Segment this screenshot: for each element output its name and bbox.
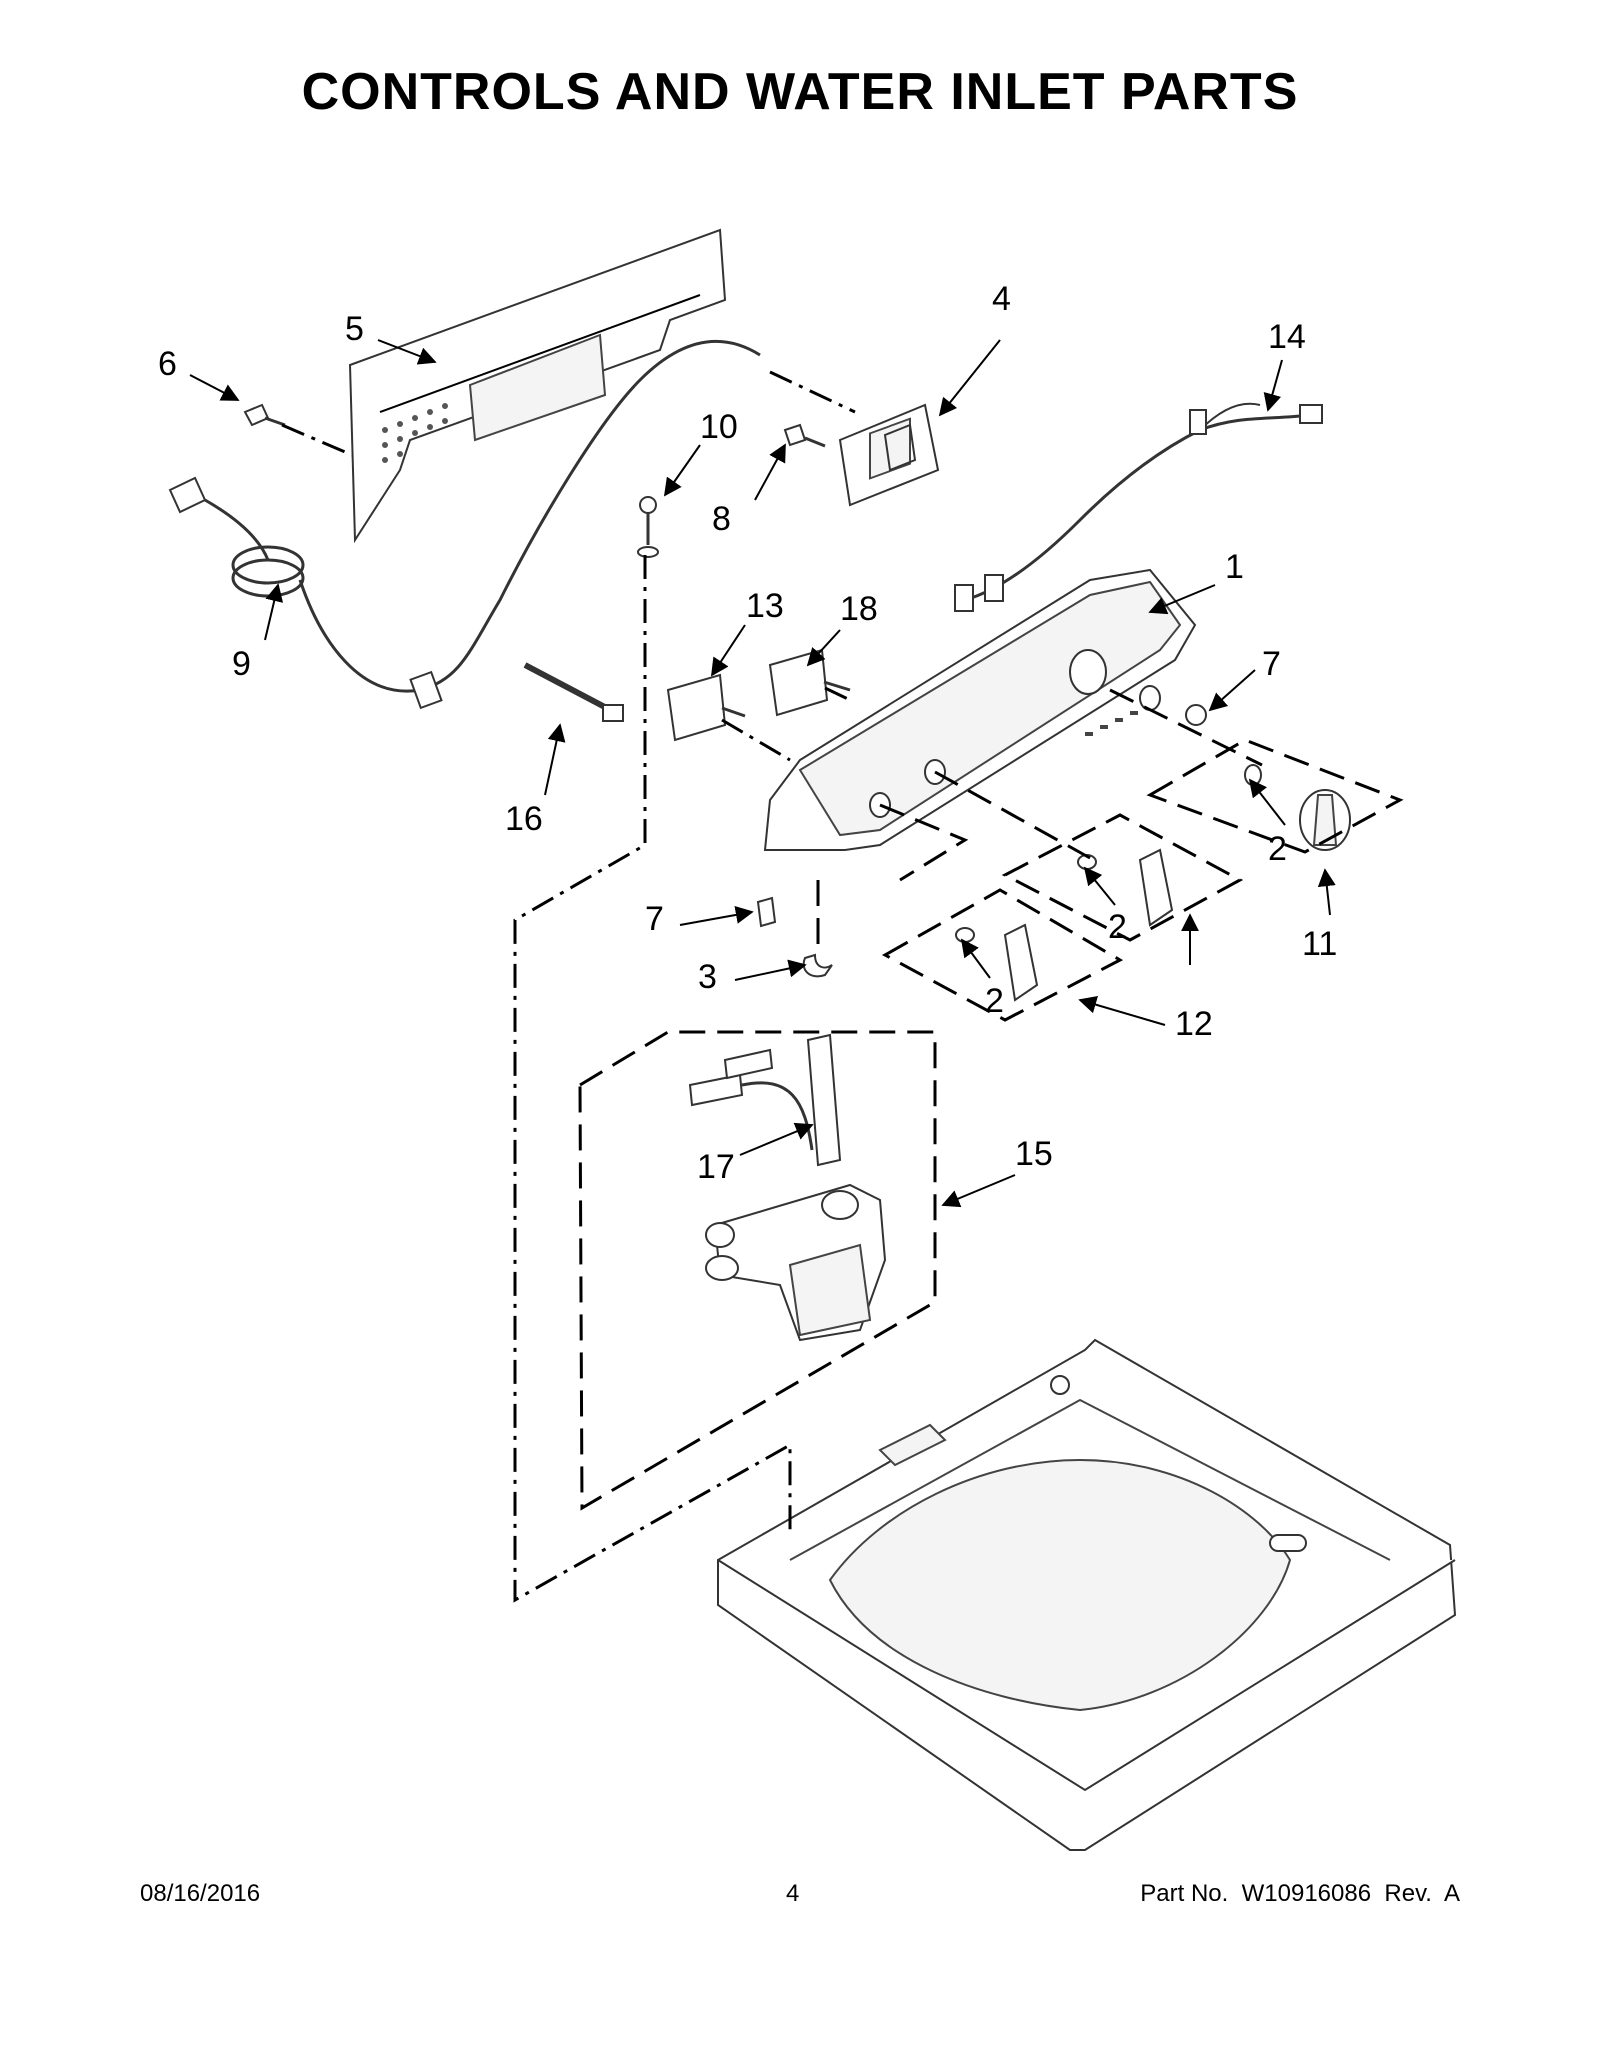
callout-7-upper: 7 bbox=[1262, 645, 1281, 683]
callout-10: 10 bbox=[700, 408, 738, 446]
assembly-line-switch bbox=[721, 718, 791, 762]
assembly-line-switch-18 bbox=[824, 686, 851, 702]
page-title: CONTROLS AND WATER INLET PARTS bbox=[301, 63, 1299, 121]
callout-13: 13 bbox=[746, 587, 784, 625]
cable-tie bbox=[523, 662, 624, 722]
callout-11: 11 bbox=[1302, 925, 1337, 963]
callout-16: 16 bbox=[505, 800, 543, 838]
footer-page-number: 4 bbox=[786, 1880, 800, 1907]
callout-2-knob12u: 2 bbox=[1108, 908, 1127, 946]
screw-8 bbox=[783, 423, 826, 448]
callout-2-knob12l: 2 bbox=[985, 982, 1004, 1020]
footer-part-number: Part No. W10916086 Rev. A bbox=[1140, 1880, 1460, 1907]
switch-18 bbox=[768, 648, 851, 717]
wire-harness bbox=[954, 402, 1323, 612]
kit-boundary-12-lower bbox=[881, 888, 1124, 1022]
callout-3: 3 bbox=[698, 958, 717, 996]
clip-3 bbox=[802, 953, 833, 978]
assembly-line-knob-12u bbox=[934, 770, 1091, 860]
callout-17: 17 bbox=[697, 1148, 735, 1186]
callout-2-knob11: 2 bbox=[1268, 830, 1287, 868]
callout-leaders bbox=[189, 339, 1336, 1208]
clip-7-lower bbox=[756, 896, 777, 928]
callout-15: 15 bbox=[1015, 1135, 1053, 1173]
callout-9: 9 bbox=[232, 645, 251, 683]
callout-12: 12 bbox=[1175, 1005, 1213, 1043]
console bbox=[763, 568, 1197, 851]
knob-12-upper bbox=[1077, 848, 1174, 927]
knob-12-lower bbox=[955, 923, 1039, 1002]
screw-6 bbox=[243, 403, 286, 427]
assembly-line-board bbox=[769, 370, 856, 414]
water-inlet-valve bbox=[705, 1183, 887, 1342]
switch-13 bbox=[666, 673, 746, 742]
power-cord bbox=[168, 339, 761, 710]
callout-8: 8 bbox=[712, 500, 731, 538]
washer-top-panel bbox=[717, 1338, 1457, 1851]
control-board bbox=[838, 403, 940, 507]
ground-screw bbox=[637, 496, 659, 558]
assembly-line-knob-11 bbox=[1109, 688, 1263, 767]
callout-4: 4 bbox=[992, 280, 1011, 318]
console-back-panel bbox=[348, 228, 727, 544]
callout-18: 18 bbox=[840, 590, 878, 628]
callout-6: 6 bbox=[158, 345, 177, 383]
assembly-line-knob-12l bbox=[879, 803, 969, 882]
callout-7-lower: 7 bbox=[645, 900, 664, 938]
clip-7-upper bbox=[1185, 704, 1207, 726]
assembly-line-ground bbox=[513, 555, 792, 1603]
callout-14: 14 bbox=[1268, 318, 1306, 356]
callout-1: 1 bbox=[1225, 548, 1244, 586]
assembly-line-screw-6 bbox=[281, 423, 353, 457]
kit-boundary-12-upper bbox=[1001, 813, 1244, 942]
callout-5: 5 bbox=[345, 310, 364, 348]
footer-date: 08/16/2016 bbox=[140, 1880, 261, 1907]
kit-boundary-11 bbox=[1146, 738, 1404, 854]
kit-boundary-15 bbox=[578, 1030, 937, 1511]
